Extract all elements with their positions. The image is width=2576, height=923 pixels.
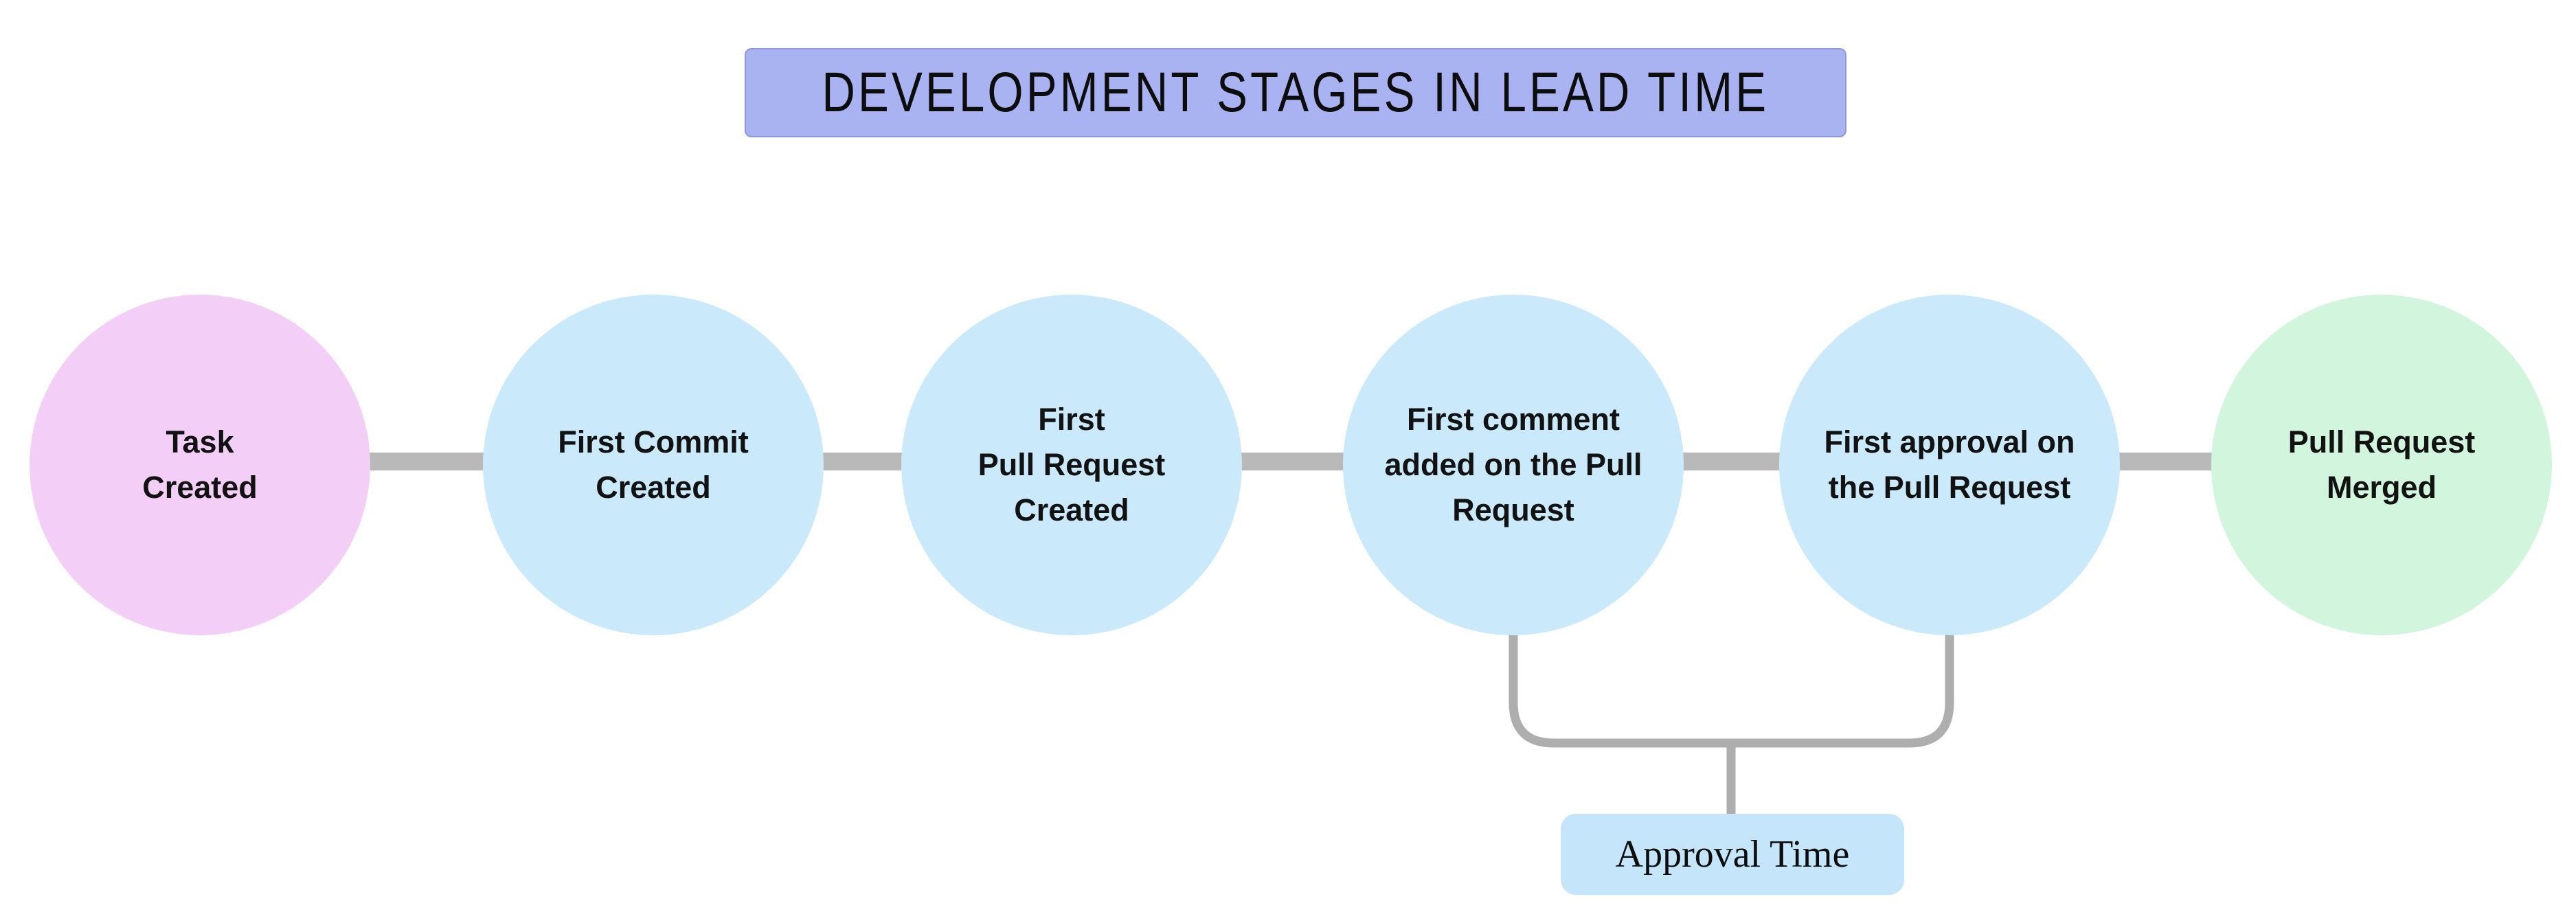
stage-circle-first-approval: First approval on the Pull Request	[1779, 295, 2120, 635]
stage-label: Task Created	[142, 424, 258, 505]
stage-circle-task-created: Task Created	[30, 295, 370, 635]
approval-time-label-box: Approval Time	[1561, 814, 1904, 895]
approval-time-label-text: Approval Time	[1615, 833, 1850, 876]
stage-label: First comment added on the Pull Request	[1384, 402, 1642, 527]
diagram-title-box: DEVELOPMENT STAGES IN LEAD TIME	[745, 48, 1846, 137]
stage-label: First approval on the Pull Request	[1824, 424, 2075, 505]
stage-label: First Commit Created	[558, 424, 749, 505]
stage-label: Pull Request Merged	[2287, 424, 2476, 505]
diagram-title-text: DEVELOPMENT STAGES IN LEAD TIME	[822, 61, 1770, 124]
stage-label: First Pull Request Created	[978, 402, 1166, 527]
stage-circle-first-commit-created: First Commit Created	[483, 295, 824, 635]
stage-circle-first-pull-request-created: First Pull Request Created	[901, 295, 1242, 635]
stage-circle-pull-request-merged: Pull Request Merged	[2211, 295, 2552, 635]
stage-circle-first-comment-added: First comment added on the Pull Request	[1343, 295, 1684, 635]
bracket-path	[1509, 633, 1954, 817]
